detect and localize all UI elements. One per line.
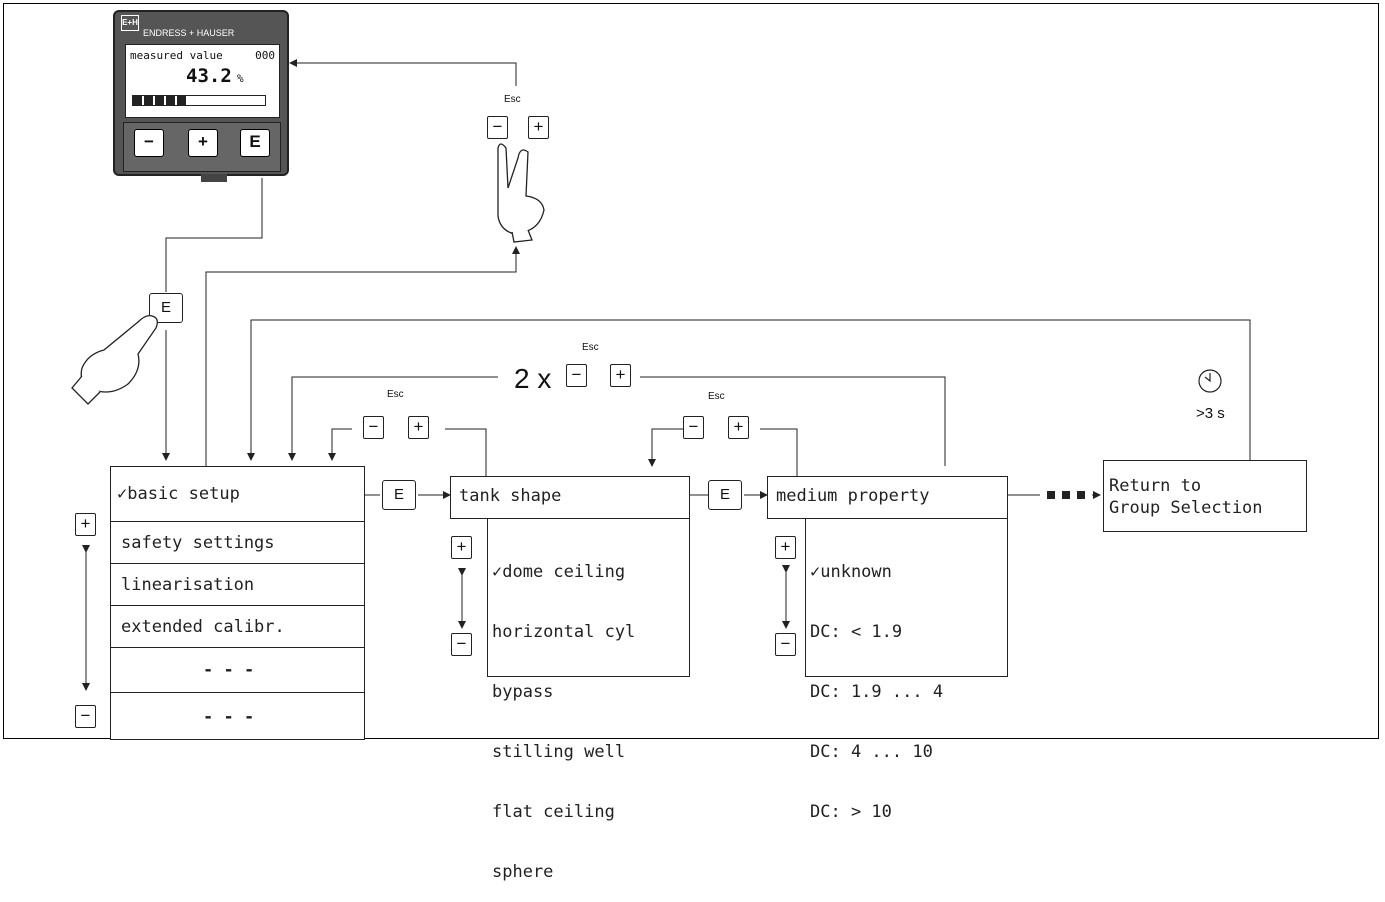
diagram-frame bbox=[3, 3, 1379, 739]
device-minus-key[interactable]: − bbox=[134, 129, 164, 157]
hand-pointer-icon bbox=[71, 314, 158, 405]
display-value: 43.2 bbox=[186, 65, 232, 87]
scroll-down-minus-key[interactable]: − bbox=[75, 705, 96, 728]
menu-item-extended-calibr[interactable]: extended calibr. bbox=[111, 606, 364, 648]
enter-key-to-medium-property[interactable]: E bbox=[708, 480, 742, 510]
display-unit: % bbox=[237, 72, 244, 85]
esc-label-top: Esc bbox=[502, 94, 523, 105]
menu-item-basic-setup[interactable]: ✓basic setup bbox=[111, 467, 364, 522]
tank-shape-title: tank shape bbox=[459, 486, 562, 506]
esc-label-medium: Esc bbox=[706, 391, 727, 402]
enter-key-to-tank-shape[interactable]: E bbox=[382, 480, 416, 510]
device-connector bbox=[201, 174, 227, 182]
transmitter-device: E+H ENDRESS + HAUSER measured value 000 … bbox=[113, 10, 289, 182]
esc-label-tank: Esc bbox=[385, 389, 406, 400]
esc-label-2x: Esc bbox=[580, 342, 601, 353]
medium-property-option[interactable]: DC: 4 ... 10 bbox=[810, 742, 933, 762]
tank-shape-option[interactable]: stilling well bbox=[492, 742, 626, 762]
tank-shape-options: ✓dome ceiling horizontal cyl bypass stil… bbox=[487, 518, 690, 882]
medium-property-option[interactable]: DC: > 10 bbox=[810, 802, 892, 822]
medium-property-option[interactable]: DC: < 1.9 bbox=[810, 622, 903, 642]
timer-label: >3 s bbox=[1196, 405, 1225, 422]
tank-shape-option[interactable]: bypass bbox=[492, 682, 554, 702]
medium-property-header: medium property bbox=[767, 476, 1008, 519]
tank-plus-key[interactable]: + bbox=[451, 536, 472, 559]
medium-property-option[interactable]: ✓unknown bbox=[810, 562, 892, 582]
tank-shape-option[interactable]: ✓dome ceiling bbox=[492, 562, 626, 582]
clock-icon bbox=[1198, 369, 1222, 393]
menu-item-safety-settings[interactable]: safety settings bbox=[111, 522, 364, 564]
display-title: measured value bbox=[130, 49, 223, 62]
medium-property-options: ✓unknown DC: < 1.9 DC: 1.9 ... 4 DC: 4 .… bbox=[805, 518, 1008, 822]
esc-minus-key-medium[interactable]: − bbox=[683, 416, 704, 439]
menu-item-placeholder: - - - bbox=[203, 707, 255, 727]
tank-shape-header: tank shape bbox=[450, 476, 690, 519]
device-plus-key[interactable]: + bbox=[188, 129, 218, 157]
eh-logo: E+H bbox=[121, 15, 139, 31]
medium-property-title: medium property bbox=[776, 486, 930, 506]
esc-plus-key-2x[interactable]: + bbox=[610, 364, 631, 387]
medium-property-option[interactable]: DC: 1.9 ... 4 bbox=[810, 682, 944, 702]
esc-minus-key-2x[interactable]: − bbox=[566, 364, 587, 387]
lcd-display: measured value 000 43.2 % bbox=[125, 44, 280, 118]
esc-minus-key-tank[interactable]: − bbox=[363, 416, 384, 439]
menu-item-placeholder: - - - bbox=[111, 648, 364, 693]
enter-key-start[interactable]: E bbox=[149, 293, 183, 323]
two-times-label: 2 x bbox=[514, 363, 552, 394]
scroll-up-plus-key[interactable]: + bbox=[75, 513, 96, 536]
return-line-2: Group Selection bbox=[1109, 498, 1263, 518]
esc-minus-key-top[interactable]: − bbox=[487, 116, 508, 139]
connector-lines bbox=[82, 59, 1251, 691]
display-code: 000 bbox=[255, 49, 275, 62]
tank-shape-option[interactable]: flat ceiling bbox=[492, 802, 615, 822]
menu-item-linearisation[interactable]: linearisation bbox=[111, 564, 364, 606]
group-selection-list: ✓basic setup safety settings linearisati… bbox=[110, 466, 365, 740]
medium-plus-key[interactable]: + bbox=[775, 536, 796, 559]
tank-shape-option[interactable]: sphere bbox=[492, 862, 554, 882]
medium-minus-key[interactable]: − bbox=[775, 633, 796, 656]
brand-name: ENDRESS + HAUSER bbox=[143, 28, 235, 38]
device-enter-key[interactable]: E bbox=[240, 129, 270, 157]
return-line-1: Return to bbox=[1109, 476, 1202, 496]
tank-minus-key[interactable]: − bbox=[451, 633, 472, 656]
logo-text: E+H bbox=[122, 18, 138, 27]
return-to-group-selection-box: Return to Group Selection bbox=[1103, 460, 1307, 532]
esc-plus-key-tank[interactable]: + bbox=[408, 416, 429, 439]
hand-pointer-icon bbox=[497, 143, 545, 243]
bargraph-fill bbox=[133, 96, 186, 105]
esc-plus-key-medium[interactable]: + bbox=[728, 416, 749, 439]
esc-plus-key-top[interactable]: + bbox=[528, 116, 549, 139]
tank-shape-option[interactable]: horizontal cyl bbox=[492, 622, 636, 642]
bargraph bbox=[132, 95, 266, 106]
device-keypad: − + E bbox=[123, 122, 281, 172]
